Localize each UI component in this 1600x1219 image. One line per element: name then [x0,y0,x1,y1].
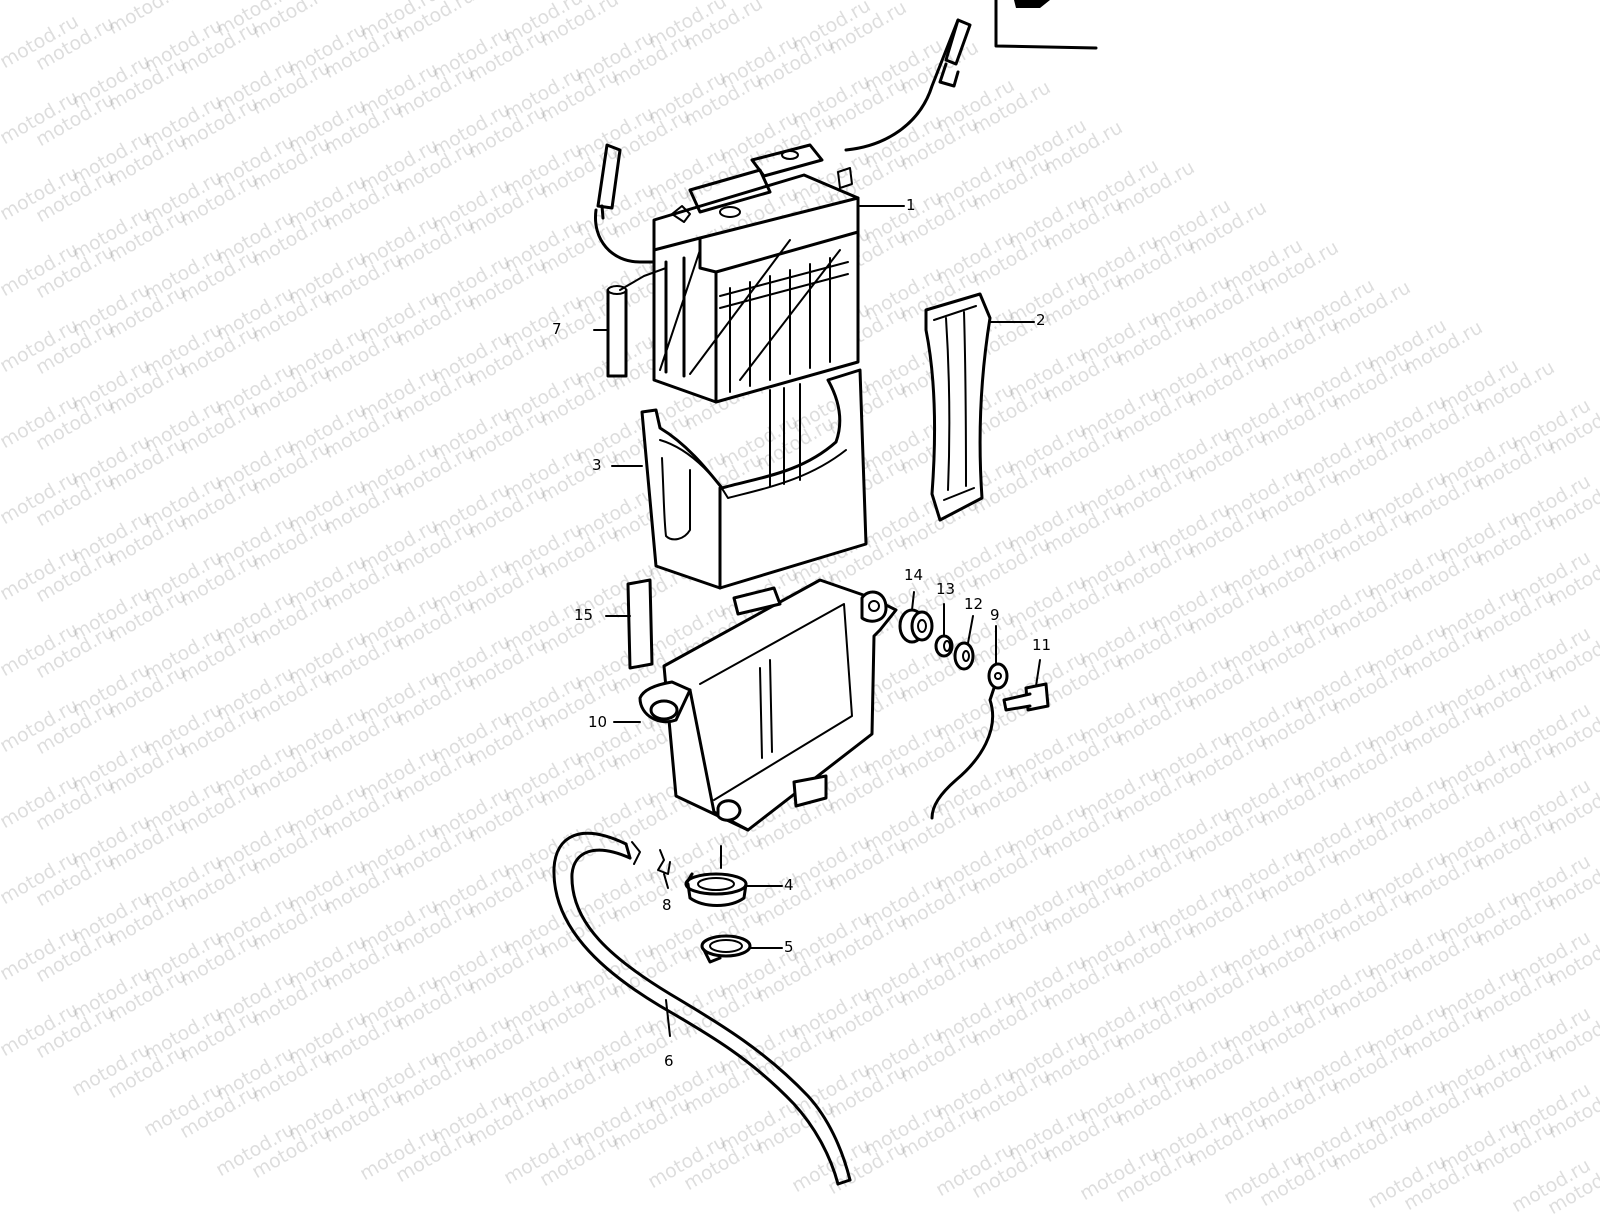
callout-13: 13 [936,580,956,598]
callout-7: 7 [552,320,562,338]
part-13-collar [934,634,954,658]
part-5-clamp [700,934,752,964]
part-4-fitting [684,872,748,907]
part-12-washer [953,641,975,671]
part-14-grommet [898,608,934,644]
callout-8: 8 [662,896,672,914]
part-2-strap [924,292,992,522]
callout-12: 12 [964,595,984,613]
callout-14: 14 [904,566,924,584]
callout-6: 6 [664,1052,674,1070]
part-9-ground-lead [930,662,1009,820]
part-6-hose [552,831,852,1186]
callout-2: 2 [1036,311,1046,329]
part-8-clip [657,849,671,875]
part-7-tube [606,267,667,378]
callout-3: 3 [592,456,602,474]
callout-10: 10 [588,713,608,731]
part-11-bolt [1002,682,1050,712]
leader-lines [593,205,1041,1037]
callout-4: 4 [784,876,794,894]
callout-5: 5 [784,938,794,956]
part-3-battery-case [640,368,868,590]
part-15-pad [626,578,654,670]
callout-9: 9 [990,606,1000,624]
callout-11: 11 [1032,636,1052,654]
callout-15: 15 [574,606,594,624]
callout-1: 1 [906,196,916,214]
page-frame-corner [994,0,1098,50]
part-1-battery [594,18,972,404]
part-10-holder [638,578,898,832]
